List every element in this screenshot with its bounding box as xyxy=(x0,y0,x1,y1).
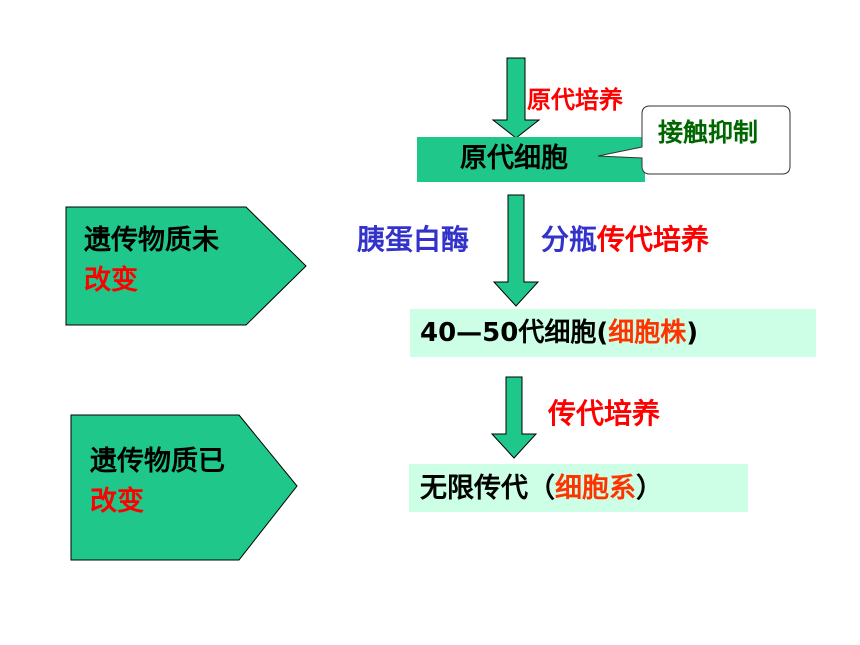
middle-down-arrow xyxy=(492,194,540,307)
top-down-arrow xyxy=(491,57,541,139)
cell-line-box xyxy=(409,464,748,512)
panel1-line1: 遗传物质未 xyxy=(84,225,219,256)
cell-strain-prefix: 40—50代细胞( xyxy=(420,318,609,348)
bottom-passage-label: 传代培养 xyxy=(548,397,661,430)
contact-inhibition-callout xyxy=(597,105,791,175)
primary-culture-label: 原代培养 xyxy=(527,86,623,114)
primary-cell-box xyxy=(417,137,645,182)
contact-inhibition-label: 接触抑制 xyxy=(658,118,759,147)
infinite-passage-label: 无限传代（细胞系） xyxy=(420,475,663,502)
infinite-suffix: ） xyxy=(636,473,663,504)
cell-line-highlight: 细胞系 xyxy=(555,473,636,504)
cell-strain-suffix: ) xyxy=(686,318,699,348)
cell-strain-box xyxy=(410,309,816,357)
cell-strain-highlight: 细胞株 xyxy=(608,318,687,348)
genetic-unchanged-pentagon xyxy=(65,206,307,326)
split-flask-text: 分瓶 xyxy=(541,223,598,256)
panel2-line1: 遗传物质已 xyxy=(90,446,225,477)
cell-strain-label: 40—50代细胞(细胞株) xyxy=(420,320,698,346)
genetic-changed-pentagon xyxy=(70,414,298,561)
trypsin-label: 胰蛋白酶 xyxy=(357,223,470,256)
panel1-line2: 改变 xyxy=(84,265,138,296)
infinite-prefix: 无限传代（ xyxy=(420,473,555,504)
bottom-down-arrow xyxy=(490,376,538,459)
primary-cell-label: 原代细胞 xyxy=(460,143,568,174)
subculture-label: 分瓶传代培养 xyxy=(541,226,709,254)
passage-culture-text: 传代培养 xyxy=(597,223,710,256)
panel2-line2: 改变 xyxy=(90,486,144,517)
